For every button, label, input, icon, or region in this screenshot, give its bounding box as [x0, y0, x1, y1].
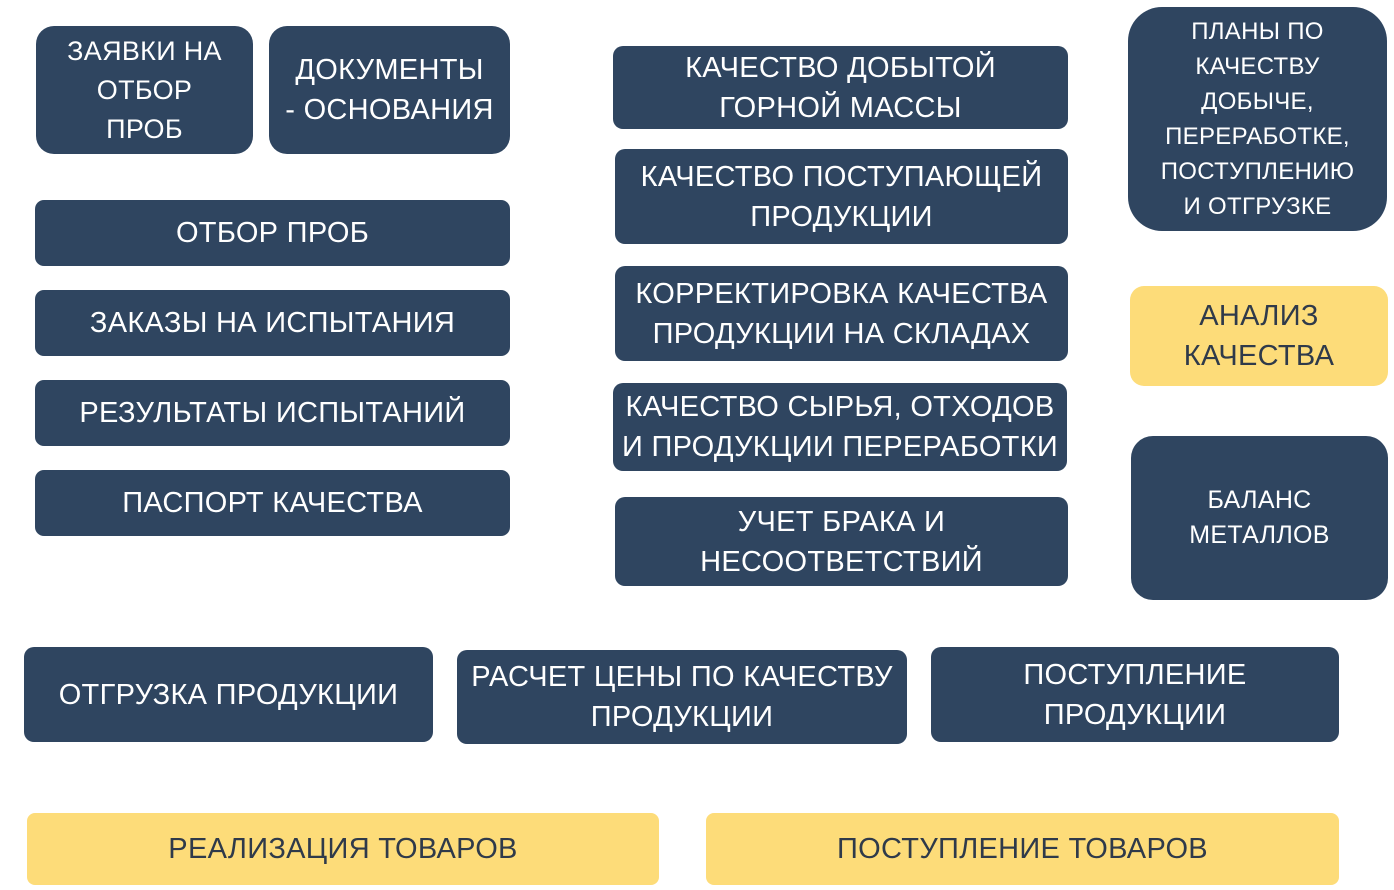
price-by-quality-block[interactable]: РАСЧЕТ ЦЕНЫ ПО КАЧЕСТВУ ПРОДУКЦИИ [457, 650, 907, 744]
test-results-block[interactable]: РЕЗУЛЬТАТЫ ИСПЫТАНИЙ [35, 380, 510, 446]
product-receipt-label: ПОСТУПЛЕНИЕ ПРОДУКЦИИ [1023, 658, 1247, 731]
raw-waste-processing-quality-label: КАЧЕСТВО СЫРЬЯ, ОТХОДОВ И ПРОДУКЦИИ ПЕРЕ… [621, 391, 1059, 463]
mined-ore-quality-block[interactable]: КАЧЕСТВО ДОБЫТОЙ ГОРНОЙ МАССЫ [613, 46, 1068, 129]
product-receipt-block[interactable]: ПОСТУПЛЕНИЕ ПРОДУКЦИИ [931, 647, 1339, 742]
sampling-label: ОТБОР ПРОБ [175, 217, 370, 249]
incoming-product-quality-label: КАЧЕСТВО ПОСТУПАЮЩЕЙ ПРОДУКЦИИ [640, 160, 1043, 233]
price-by-quality-label: РАСЧЕТ ЦЕНЫ ПО КАЧЕСТВУ ПРОДУКЦИИ [471, 661, 893, 733]
quality-analysis-block[interactable]: АНАЛИЗ КАЧЕСТВА [1130, 286, 1388, 386]
warehouse-quality-correction-label: КОРРЕКТИРОВКА КАЧЕСТВА ПРОДУКЦИИ НА СКЛА… [635, 277, 1048, 350]
test-results-label: РЕЗУЛЬТАТЫ ИСПЫТАНИЙ [79, 397, 466, 429]
test-orders-block[interactable]: ЗАКАЗЫ НА ИСПЫТАНИЯ [35, 290, 510, 356]
quality-analysis-label: АНАЛИЗ КАЧЕСТВА [1183, 300, 1335, 372]
goods-sales-label: РЕАЛИЗАЦИЯ ТОВАРОВ [168, 833, 518, 865]
incoming-product-quality-block[interactable]: КАЧЕСТВО ПОСТУПАЮЩЕЙ ПРОДУКЦИИ [615, 149, 1068, 244]
product-shipment-block[interactable]: ОТГРУЗКА ПРОДУКЦИИ [24, 647, 433, 742]
defects-nonconformities-label: УЧЕТ БРАКА И НЕСООТВЕТСТВИЙ [700, 505, 983, 578]
goods-receipt-label: ПОСТУПЛЕНИЕ ТОВАРОВ [837, 833, 1208, 865]
quality-plans-label: ПЛАНЫ ПО КАЧЕСТВУ ДОБЫЧЕ, ПЕРЕРАБОТКЕ, П… [1160, 18, 1355, 220]
defects-nonconformities-block[interactable]: УЧЕТ БРАКА И НЕСООТВЕТСТВИЙ [615, 497, 1068, 586]
goods-receipt-block[interactable]: ПОСТУПЛЕНИЕ ТОВАРОВ [706, 813, 1339, 885]
base-documents-label: ДОКУМЕНТЫ - ОСНОВАНИЯ [285, 54, 494, 126]
quality-plans-block[interactable]: ПЛАНЫ ПО КАЧЕСТВУ ДОБЫЧЕ, ПЕРЕРАБОТКЕ, П… [1128, 7, 1387, 231]
raw-waste-processing-quality-block[interactable]: КАЧЕСТВО СЫРЬЯ, ОТХОДОВ И ПРОДУКЦИИ ПЕРЕ… [613, 383, 1067, 471]
sample-requests-label: ЗАЯВКИ НА ОТБОР ПРОБ [67, 35, 222, 144]
quality-passport-block[interactable]: ПАСПОРТ КАЧЕСТВА [35, 470, 510, 536]
goods-sales-block[interactable]: РЕАЛИЗАЦИЯ ТОВАРОВ [27, 813, 659, 885]
test-orders-label: ЗАКАЗЫ НА ИСПЫТАНИЯ [89, 307, 456, 339]
mined-ore-quality-label: КАЧЕСТВО ДОБЫТОЙ ГОРНОЙ МАССЫ [685, 51, 996, 124]
product-shipment-label: ОТГРУЗКА ПРОДУКЦИИ [58, 678, 399, 711]
metal-balance-block[interactable]: БАЛАНС МЕТАЛЛОВ [1131, 436, 1388, 600]
quality-passport-label: ПАСПОРТ КАЧЕСТВА [122, 487, 423, 519]
metal-balance-label: БАЛАНС МЕТАЛЛОВ [1189, 486, 1330, 549]
base-documents-block[interactable]: ДОКУМЕНТЫ - ОСНОВАНИЯ [269, 26, 510, 154]
warehouse-quality-correction-block[interactable]: КОРРЕКТИРОВКА КАЧЕСТВА ПРОДУКЦИИ НА СКЛА… [615, 266, 1068, 361]
sample-requests-block[interactable]: ЗАЯВКИ НА ОТБОР ПРОБ [36, 26, 253, 154]
sampling-block[interactable]: ОТБОР ПРОБ [35, 200, 510, 266]
